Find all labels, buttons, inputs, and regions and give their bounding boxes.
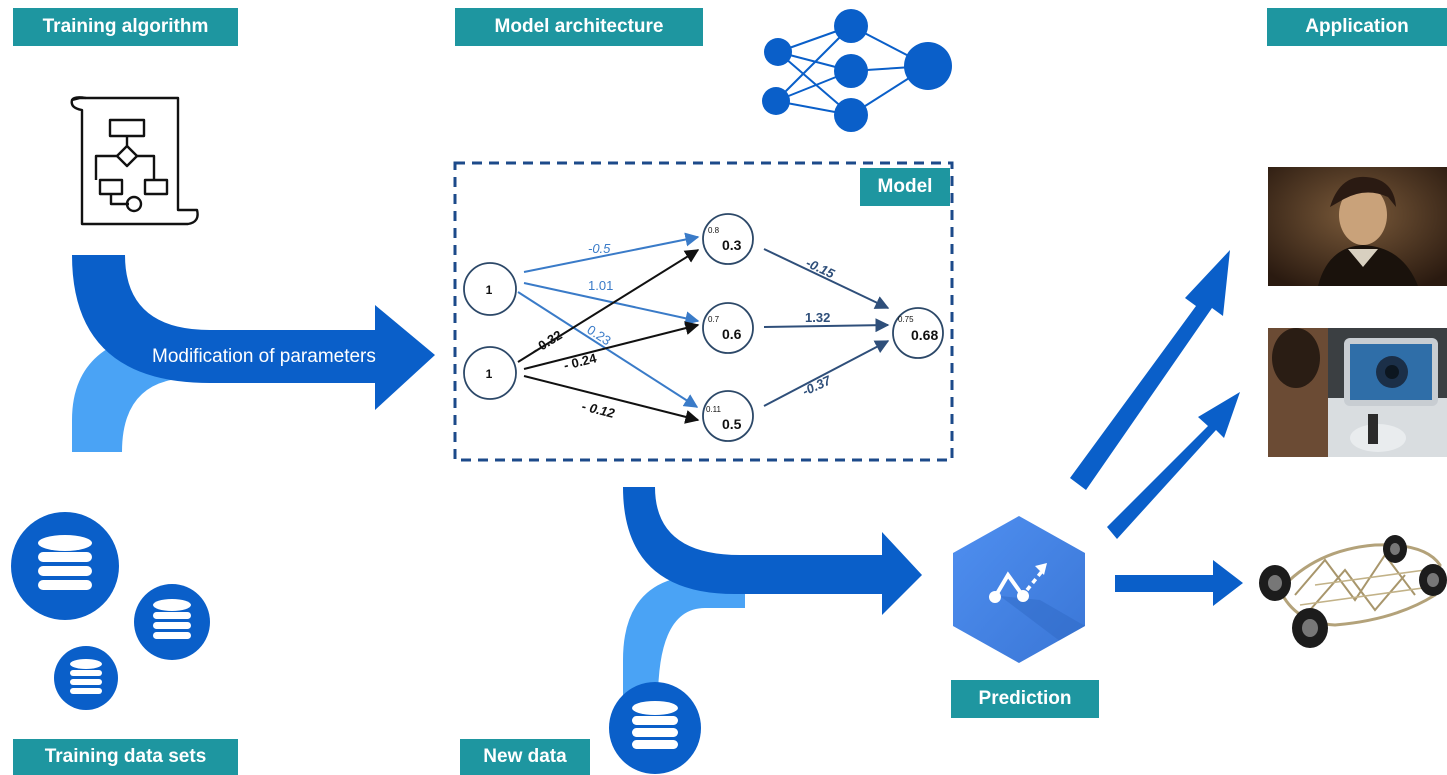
- printed-car-chassis-image: [1255, 525, 1447, 655]
- weight-label: -0.5: [588, 241, 611, 256]
- training-algorithm-tag: Training algorithm: [13, 8, 238, 46]
- node-value: 0.3: [722, 237, 742, 253]
- node-bias: 0.7: [708, 315, 720, 324]
- input-value: 1: [486, 283, 493, 297]
- weight-label: - 0.24: [562, 350, 599, 373]
- node-value: 0.6: [722, 326, 742, 342]
- eye-examination-image: [1268, 328, 1447, 457]
- database-icon: [134, 584, 210, 660]
- database-icon: [609, 682, 701, 774]
- hidden-node: [702, 302, 754, 354]
- hidden-node: [702, 390, 754, 442]
- input-node: [463, 262, 517, 316]
- hidden-node: [702, 213, 754, 265]
- neural-network-icon: [762, 9, 952, 132]
- node-bias: 0.8: [708, 226, 720, 235]
- weight-label: -0.37: [800, 372, 834, 398]
- prediction-hexagon-icon: [953, 516, 1085, 663]
- weight-label: -0.15: [804, 255, 838, 281]
- modification-label: Modification of parameters: [152, 346, 376, 367]
- input-value: 1: [486, 367, 493, 381]
- node-value: 0.5: [722, 416, 742, 432]
- prediction-tag: Prediction: [951, 680, 1099, 718]
- input-node: [463, 346, 517, 400]
- model-frame: [453, 161, 954, 462]
- prediction-flow-arrow: [623, 487, 922, 700]
- training-flow-arrow: Modification of parameters: [72, 255, 435, 452]
- model-architecture-tag: Model architecture: [455, 8, 703, 46]
- node-value: 0.68: [911, 327, 938, 343]
- new-data-tag: New data: [460, 739, 590, 775]
- training-data-tag: Training data sets: [13, 739, 238, 775]
- flowchart-scroll-icon: [70, 96, 199, 226]
- weight-label: 1.32: [805, 310, 830, 325]
- application-tag: Application: [1267, 8, 1447, 46]
- weight-label: - 0.32: [529, 327, 565, 357]
- weight-label: 1.01: [588, 278, 613, 293]
- model-tag: Model: [860, 168, 950, 206]
- database-icon: [11, 512, 119, 620]
- node-bias: 0.11: [706, 405, 722, 414]
- output-node: [892, 307, 944, 359]
- portrait-painting-image: [1268, 167, 1447, 286]
- database-icon: [54, 646, 118, 710]
- network-edges: [517, 232, 890, 424]
- node-bias: 0.75: [898, 315, 914, 324]
- application-arrows: [1070, 250, 1243, 606]
- weight-label: - 0.12: [580, 398, 617, 421]
